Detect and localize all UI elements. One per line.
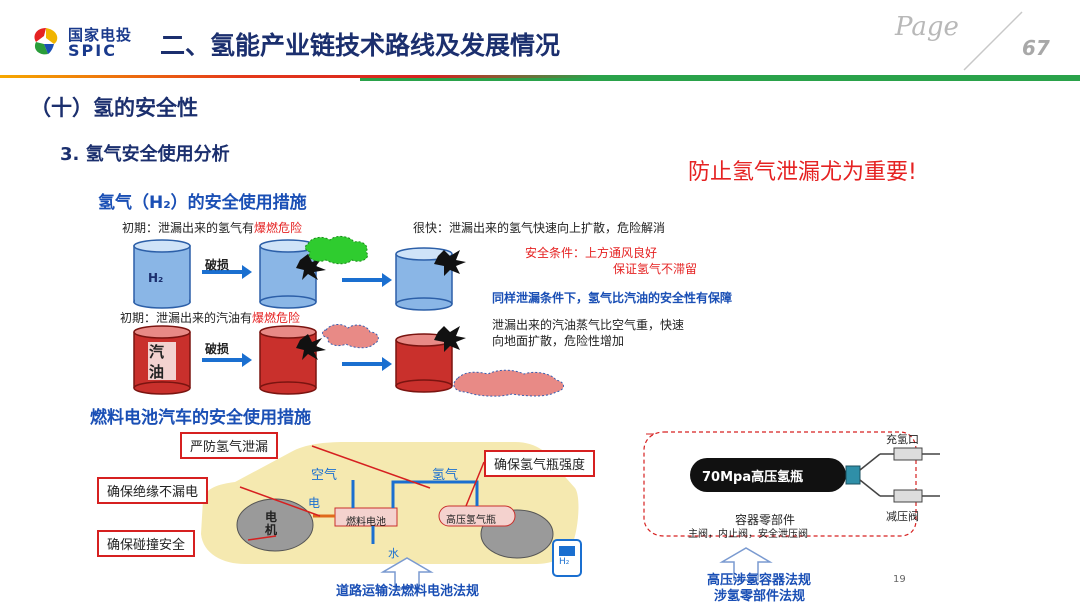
- gasoline-vapor-cloud-ground: [453, 369, 564, 397]
- subsection-title: 3. 氢气安全使用分析: [60, 144, 230, 165]
- water-label: 水: [388, 547, 399, 560]
- h2-cylinder-damaged: [259, 239, 326, 309]
- logo-chinese-text: 国家电投: [68, 26, 133, 44]
- quick-diffuse-text: 很快：泄漏出来的氢气快速向上扩散，危险解消: [413, 221, 666, 235]
- h2-leak-cloud: [304, 235, 368, 265]
- gasoline-desc-line1: 泄漏出来的汽油蒸气比空气重，快速: [492, 318, 685, 332]
- gasoline-desc-line2: 向地面扩散，危险性增加: [492, 334, 625, 348]
- gasoline-vapor-cloud-1: [322, 324, 379, 349]
- h2-damage-label: 破损: [205, 258, 230, 272]
- early-h2-text: 初期：泄漏出来的氢气有爆燃危险: [122, 219, 302, 236]
- hydrogen-label: 氢气: [432, 468, 459, 483]
- h2-cylinder-label: H₂: [148, 271, 164, 285]
- reducer-label: 减压阀: [886, 510, 919, 523]
- tank-70mpa-label: 70Mpa高压氢瓶: [702, 470, 804, 485]
- early-h2-prefix: 初期：泄漏出来的氢气有: [122, 221, 255, 235]
- collision-label: 确保碰撞安全: [97, 530, 196, 557]
- early-gasoline-text: 初期：泄漏出来的汽油有爆燃危险: [120, 309, 300, 326]
- road-law-arrow-icon: [380, 557, 434, 589]
- h2-arrow-2: [342, 273, 392, 287]
- prevent-leak-label: 严防氢气泄漏: [180, 432, 279, 459]
- gasoline-label-2: 油: [149, 363, 165, 381]
- warning-text: 防止氢气泄漏尤为重要!: [688, 160, 917, 185]
- gasoline-cylinder-intact: [133, 325, 191, 395]
- gasoline-arrow-1: [202, 353, 252, 367]
- logo-english-text: SPIC: [68, 41, 117, 60]
- gasoline-label-1: 汽: [149, 343, 165, 361]
- tank-detail-panel: [643, 431, 940, 581]
- tank-law-line1: 高压涉氢容器法规: [707, 573, 812, 588]
- page-title: 二、氢能产业链技术路线及发展情况: [160, 31, 561, 60]
- safety-condition-line1: 安全条件：上方通风良好: [525, 246, 658, 260]
- comparison-text: 同样泄漏条件下，氢气比汽油的安全性有保障: [492, 291, 733, 305]
- tank-law-arrow-icon: [719, 547, 773, 581]
- bottle-strength-label: 确保氢气瓶强度: [484, 450, 596, 477]
- early-gasoline-danger: 爆燃危险: [252, 311, 301, 325]
- gasoline-damage-label: 破损: [205, 342, 230, 356]
- gasoline-cylinders-diagram: [133, 324, 564, 397]
- page-number: 67: [1022, 36, 1050, 60]
- insulation-label: 确保绝缘不漏电: [97, 477, 209, 504]
- tank-law-line2: 涉氢零部件法规: [714, 589, 806, 604]
- parts-desc: 主阀，内止阀，安全泄压阀: [688, 529, 808, 540]
- tank-70mpa-shape: [690, 458, 846, 492]
- page-word: Page: [895, 12, 959, 42]
- h2-cylinder-intact: [133, 239, 191, 309]
- header-color-bar: [0, 75, 1080, 81]
- section-title: （十）氢的安全性: [30, 96, 198, 120]
- road-law-text: 道路运输法燃料电池法规: [336, 584, 480, 599]
- h2-measures-heading: 氢气（H₂）的安全使用措施: [98, 193, 307, 213]
- fuel-cell-label: 燃料电池: [346, 517, 386, 528]
- h2-arrow-1: [202, 265, 252, 279]
- reducer-valve-icon: [893, 489, 923, 503]
- fcv-measures-heading: 燃料电池汽车的安全使用措施: [90, 408, 311, 428]
- gasoline-arrow-2: [342, 357, 392, 371]
- early-gasoline-prefix: 初期：泄漏出来的汽油有: [120, 311, 253, 325]
- fill-port-valve-icon: [893, 447, 923, 461]
- gasoline-cylinder-damaged: [259, 325, 326, 395]
- parts-title: 容器零部件: [735, 513, 796, 527]
- h2-station-label: H₂: [559, 557, 570, 567]
- h2-cylinders-diagram: [133, 235, 466, 311]
- spic-logo-icon: [34, 28, 58, 55]
- electric-label: 电: [308, 496, 321, 510]
- gasoline-cylinder-after: [395, 326, 466, 393]
- motor-label-2: 机: [265, 523, 278, 537]
- air-label: 空气: [311, 468, 338, 483]
- hp-tank-label: 高压氢气瓶: [446, 515, 496, 526]
- h2-cylinder-after: [395, 247, 466, 311]
- safety-condition-line2: 保证氢气不滞留: [613, 262, 698, 276]
- early-h2-danger: 爆燃危险: [254, 221, 303, 235]
- fill-port-label: 充氢口: [886, 433, 919, 446]
- page-slash-divider: [963, 11, 1023, 71]
- slide-number: 19: [893, 574, 906, 585]
